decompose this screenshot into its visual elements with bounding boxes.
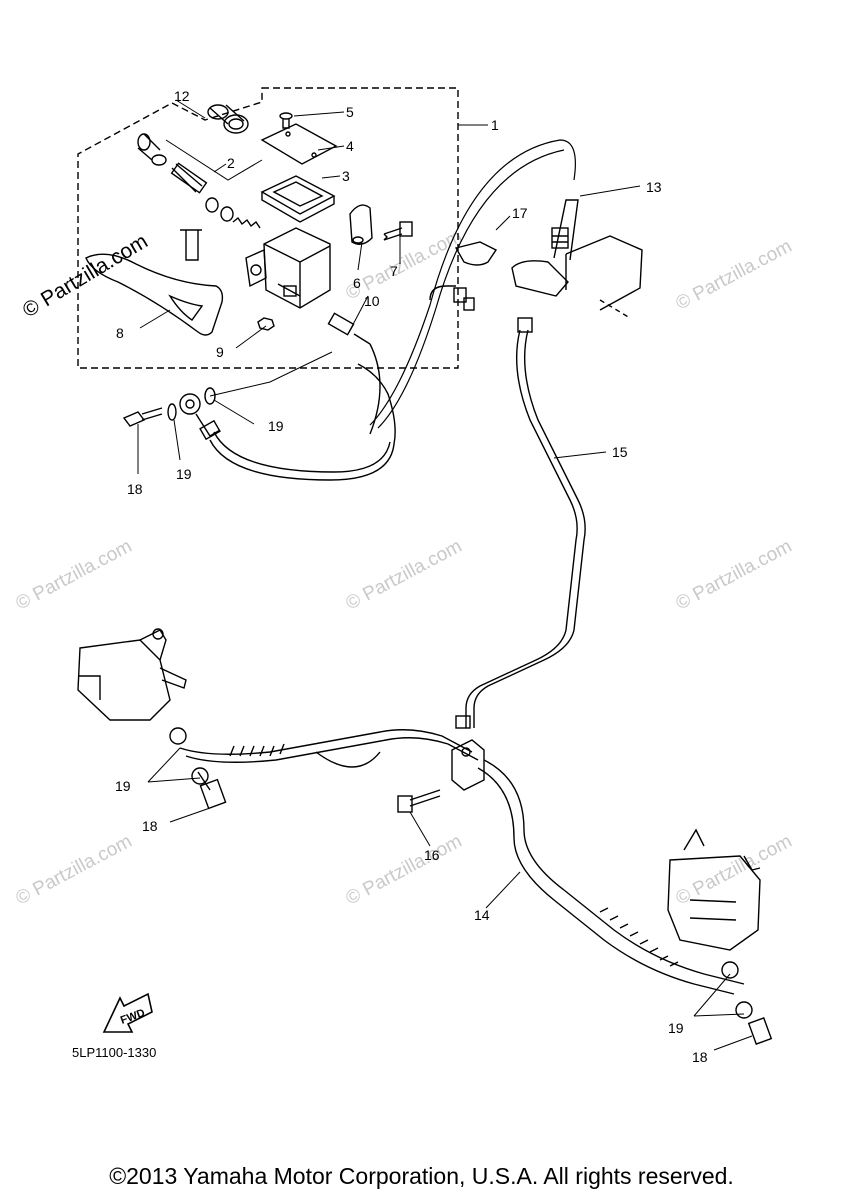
callout-10: 10: [364, 293, 380, 309]
hose-part-13: [551, 199, 579, 261]
watermark-main: © Partzilla.com: [19, 230, 152, 323]
watermark-text: © Partzilla.com: [672, 236, 795, 315]
watermark-text: © Partzilla.com: [672, 536, 795, 615]
callout-19: 19: [176, 466, 192, 482]
parts-diagram: © Partzilla.com © Partzilla.com © Partzi…: [12, 87, 795, 1065]
callout-4: 4: [346, 138, 354, 154]
switch-part-10: [327, 312, 371, 345]
watermark-text: © Partzilla.com: [672, 831, 795, 910]
screw-part-5: [279, 112, 293, 129]
callout-19: 19: [268, 418, 284, 434]
switch-wire: [369, 343, 381, 435]
boot-part-12: [207, 104, 249, 134]
callout-16: 16: [424, 847, 440, 863]
brake-pipe-part-15: [455, 317, 586, 729]
callout-18: 18: [692, 1049, 708, 1065]
callout-15: 15: [612, 444, 628, 460]
handlebar-switch-housing: [511, 235, 643, 319]
fwd-label: FWD: [119, 1007, 147, 1027]
callout-19: 19: [115, 778, 131, 794]
watermark-text: © Partzilla.com: [12, 831, 135, 910]
watermark-text: © Partzilla.com: [12, 536, 135, 615]
joint-block: [397, 739, 485, 813]
cap-part-4: [260, 123, 338, 165]
fwd-arrow-icon: [102, 992, 153, 1033]
upper-banjo-fitting: [122, 387, 221, 441]
watermark-group: © Partzilla.com © Partzilla.com © Partzi…: [12, 226, 795, 910]
watermark-text: © Partzilla.com: [342, 831, 465, 910]
diagram-code: 5LP1100-1330: [72, 1045, 156, 1060]
right-brake-caliper: [667, 828, 773, 1045]
upper-hose: [209, 363, 396, 481]
nut-part-9: [257, 317, 275, 331]
connector: [429, 285, 475, 311]
callout-9: 9: [216, 344, 224, 360]
bracket-part-17: [454, 241, 498, 266]
callout-labels: 1 2 3 4 5 6 7 8 9 10 12 13 14 15 16 17 1…: [115, 88, 708, 1065]
right-hose-part-14: [477, 759, 745, 995]
leader-lines: [137, 99, 753, 1051]
left-lower-hose: [179, 729, 479, 810]
callout-18: 18: [127, 481, 143, 497]
drawing: [77, 87, 773, 1051]
callout-2: 2: [227, 155, 235, 171]
callout-8: 8: [116, 325, 124, 341]
piston-kit-part-2: [137, 133, 263, 229]
clamp-part-6: [349, 204, 373, 245]
callout-12: 12: [174, 88, 190, 104]
callout-14: 14: [474, 907, 490, 923]
lever-part-8: [85, 229, 224, 336]
callout-3: 3: [342, 168, 350, 184]
master-cylinder-kit-boundary: [77, 87, 459, 369]
handlebar-hose-inner: [377, 149, 565, 429]
callout-6: 6: [353, 275, 361, 291]
callout-19: 19: [668, 1020, 684, 1036]
handlebar-hose: [369, 139, 576, 426]
master-cylinder-body: [245, 227, 331, 309]
callout-7: 7: [390, 263, 398, 279]
bolt-part-7: [383, 221, 413, 241]
diaphragm-part-3: [260, 175, 336, 223]
callout-18: 18: [142, 818, 158, 834]
callout-1: 1: [491, 117, 499, 133]
copyright-notice: ©2013 Yamaha Motor Corporation, U.S.A. A…: [109, 1163, 734, 1189]
callout-13: 13: [646, 179, 662, 195]
left-brake-caliper: [77, 628, 209, 785]
callout-17: 17: [512, 205, 528, 221]
watermark-text: © Partzilla.com: [342, 536, 465, 615]
callout-5: 5: [346, 104, 354, 120]
